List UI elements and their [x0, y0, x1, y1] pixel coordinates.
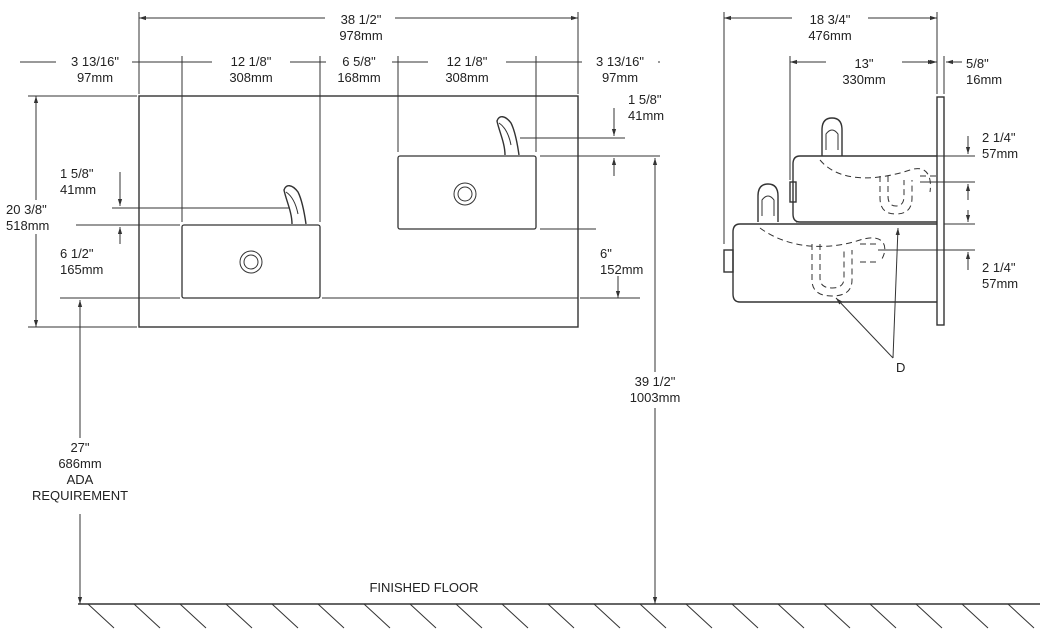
- floor-hatch-line: [685, 603, 713, 629]
- upper-drain-outer: [453, 182, 477, 206]
- lower-unit-body: [732, 223, 937, 303]
- upper-bubbler-side: [821, 117, 843, 156]
- floor-hatch-line: [317, 603, 345, 629]
- floor-hatch-line: [777, 603, 805, 629]
- floor-hatch-line: [547, 603, 575, 629]
- floor-hatch-line: [455, 603, 483, 629]
- floor-hatch-line: [225, 603, 253, 629]
- basin-width-right-metric: 308mm: [445, 70, 488, 85]
- bubbler-left: [283, 185, 307, 225]
- bubbler-height-right-imperial: 1 5/8": [628, 92, 662, 107]
- lower-bubbler-side: [757, 183, 779, 222]
- floor-hatch-line: [363, 603, 391, 629]
- lower-push-button: [723, 249, 734, 273]
- overall-width-metric: 978mm: [339, 28, 382, 43]
- lower-basin: [181, 224, 321, 299]
- lower-offset-imperial: 2 1/4": [982, 260, 1016, 275]
- floor-hatch-line: [869, 603, 897, 629]
- floor-hatch-line: [271, 603, 299, 629]
- overall-width-imperial: 38 1/2": [341, 12, 382, 27]
- basin-width-right-imperial: 12 1/8": [447, 54, 488, 69]
- step-height-metric: 152mm: [600, 262, 643, 277]
- finished-floor: FINISHED FLOOR: [78, 580, 1040, 629]
- floor-hatch-line: [639, 603, 667, 629]
- upper-offset-imperial: 2 1/4": [982, 130, 1016, 145]
- ada-height-metric: 686mm: [58, 456, 101, 471]
- lower-drain-outer: [239, 250, 263, 274]
- floor-hatch-line: [823, 603, 851, 629]
- rim-height-metric: 1003mm: [630, 390, 681, 405]
- floor-hatch-line: [915, 603, 943, 629]
- lower-drain-inner: [243, 254, 259, 270]
- right-margin-imperial: 3 13/16": [596, 54, 644, 69]
- basin-width-left-metric: 308mm: [229, 70, 272, 85]
- bubbler-height-right-metric: 41mm: [628, 108, 664, 123]
- left-margin-metric: 97mm: [77, 70, 113, 85]
- front-backplate: [138, 95, 579, 328]
- upper-push-button: [789, 181, 797, 203]
- floor-hatch-line: [593, 603, 621, 629]
- wall-plate-imperial: 5/8": [966, 56, 989, 71]
- front-view: 38 1/2" 978mm 3 13/16" 97mm 12 1/8" 308m…: [4, 10, 690, 604]
- rim-height-imperial: 39 1/2": [635, 374, 676, 389]
- bubbler-height-left-metric: 41mm: [60, 182, 96, 197]
- unit-height-metric: 518mm: [6, 218, 49, 233]
- center-gap-metric: 168mm: [337, 70, 380, 85]
- upper-trap: [879, 176, 913, 215]
- upper-offset-metric: 57mm: [982, 146, 1018, 161]
- floor-hatch-line: [1007, 603, 1035, 629]
- lower-offset-metric: 57mm: [982, 276, 1018, 291]
- callout-d-label: D: [896, 360, 905, 375]
- basin-width-left-imperial: 12 1/8": [231, 54, 272, 69]
- unit-height-imperial: 20 3/8": [6, 202, 47, 217]
- ada-note-line1: ADA: [67, 472, 94, 487]
- floor-hatch-line: [179, 603, 207, 629]
- lower-basin-height-metric: 165mm: [60, 262, 103, 277]
- side-depth-imperial: 18 3/4": [810, 12, 851, 27]
- bubbler-right: [496, 116, 520, 156]
- left-margin-imperial: 3 13/16": [71, 54, 119, 69]
- upper-drain-inner: [457, 186, 473, 202]
- floor-label: FINISHED FLOOR: [369, 580, 478, 595]
- center-gap-imperial: 6 5/8": [342, 54, 376, 69]
- lower-basin-height-imperial: 6 1/2": [60, 246, 94, 261]
- floor-hatch-line: [133, 603, 161, 629]
- step-height-imperial: 6": [600, 246, 612, 261]
- bubbler-height-left-imperial: 1 5/8": [60, 166, 94, 181]
- floor-hatch-line: [731, 603, 759, 629]
- upper-unit-body: [792, 155, 937, 223]
- ada-height-imperial: 27": [70, 440, 89, 455]
- floor-hatch-line: [501, 603, 529, 629]
- ada-note-line2: REQUIREMENT: [32, 488, 128, 503]
- wall-plate: [936, 96, 945, 326]
- wall-plate-metric: 16mm: [966, 72, 1002, 87]
- right-margin-metric: 97mm: [602, 70, 638, 85]
- side-inner-depth-imperial: 13": [854, 56, 873, 71]
- upper-basin: [397, 155, 537, 230]
- lower-trap: [811, 244, 853, 297]
- floor-hatch-line: [961, 603, 989, 629]
- side-inner-depth-metric: 330mm: [842, 72, 885, 87]
- side-view: 18 3/4" 476mm 13" 330mm 5/8" 16mm 2 1/4"…: [723, 10, 1018, 375]
- side-depth-metric: 476mm: [808, 28, 851, 43]
- floor-hatch-line: [87, 603, 115, 629]
- floor-hatch-line: [409, 603, 437, 629]
